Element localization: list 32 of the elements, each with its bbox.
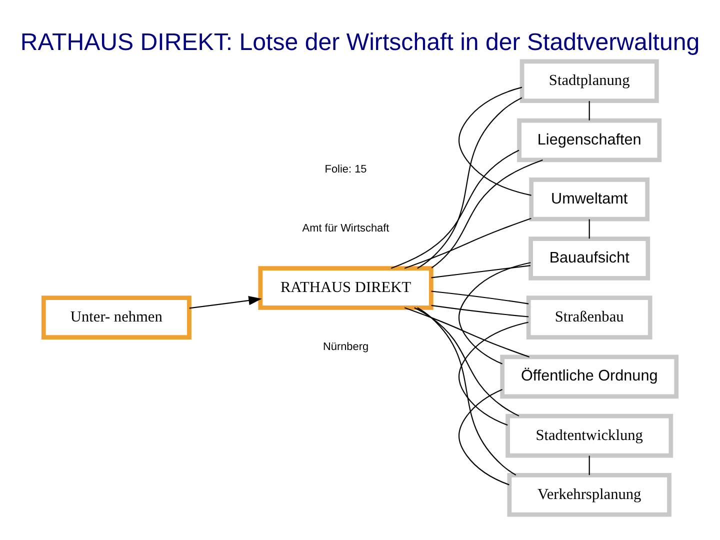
label: Nürnberg xyxy=(322,340,369,352)
connector xyxy=(458,262,531,364)
node-box: Umweltamt xyxy=(529,176,650,221)
connector xyxy=(588,455,590,475)
node-box: Stadtplanung xyxy=(520,58,659,102)
node-box: Verkehrsplanung xyxy=(507,472,672,516)
node-box: Bauaufsicht xyxy=(528,236,650,280)
connector xyxy=(431,304,529,317)
connector xyxy=(458,388,510,485)
node-box: Unter- nehmen xyxy=(41,295,192,339)
connector xyxy=(417,96,522,268)
node-box: Öffentliche Ordnung xyxy=(500,354,679,398)
node-box: RATHAUS DIREKT xyxy=(258,266,434,310)
connector xyxy=(404,217,532,268)
connector xyxy=(588,100,590,120)
node-box: Stadtentwicklung xyxy=(506,413,674,458)
label: Folie: 15 xyxy=(324,163,367,176)
connector xyxy=(588,218,590,238)
connector xyxy=(431,159,543,268)
connector xyxy=(414,306,520,416)
connector xyxy=(417,306,516,476)
diagram-title: RATHAUS DIREKT: Lotse der Wirtschaft in der Stadtverwaltung xyxy=(20,28,700,56)
connector xyxy=(431,290,529,304)
node-box: Liegenschaften xyxy=(517,118,662,162)
connector xyxy=(458,86,532,196)
node-box: Straßenbau xyxy=(526,295,652,339)
label: Amt für Wirtschaft xyxy=(302,222,390,234)
connector xyxy=(404,306,530,357)
connector xyxy=(390,149,520,268)
connector xyxy=(431,264,530,278)
arrow xyxy=(189,295,262,308)
connector xyxy=(458,321,528,426)
